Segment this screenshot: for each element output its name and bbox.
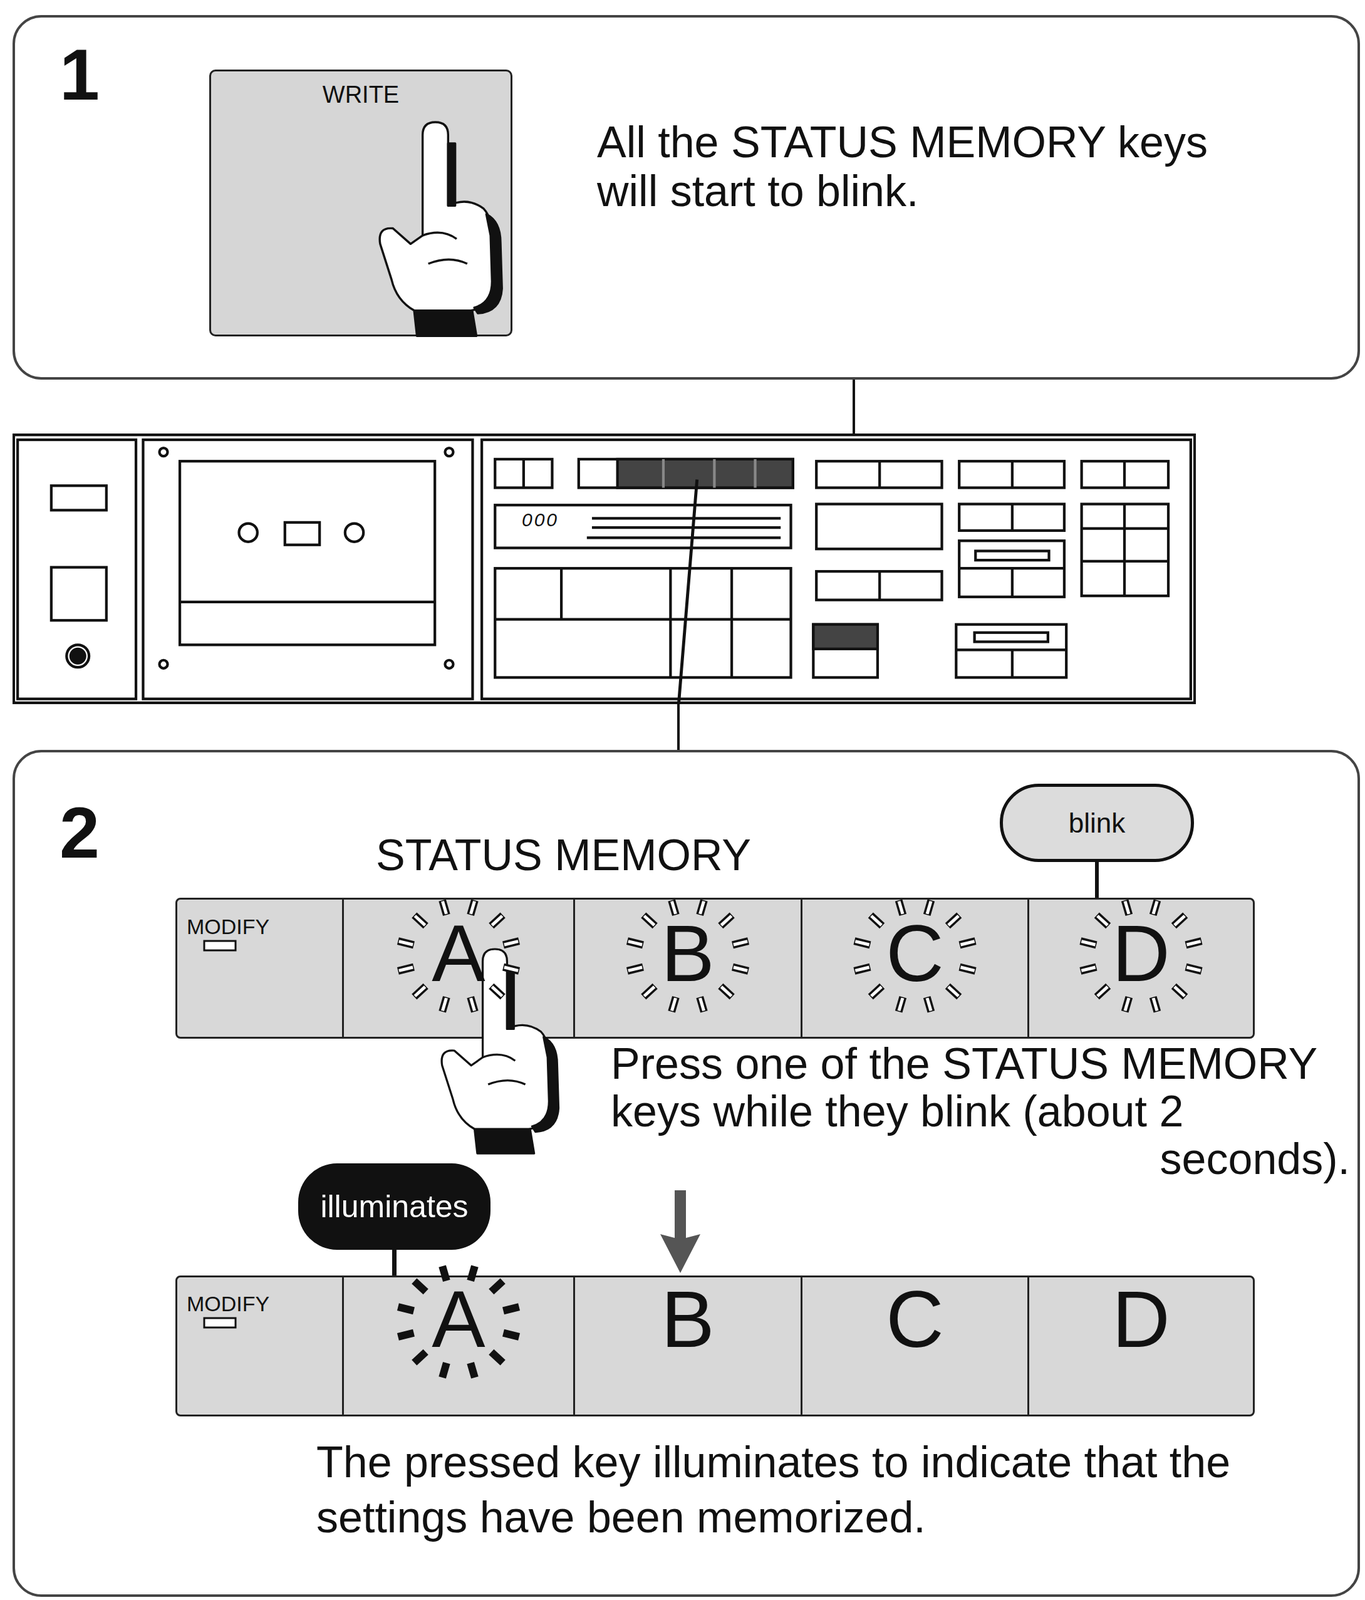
status-memory-strip: MODIFY A B C D: [175, 1275, 1255, 1417]
cassette-deck: [12, 433, 1196, 705]
section-heading: STATUS MEMORY: [375, 833, 752, 878]
key-letter: B: [660, 913, 715, 994]
instruction-text: All the STATUS MEMORY keys will start to…: [596, 117, 1262, 216]
modify-label: MODIFY: [186, 915, 270, 938]
memory-key: C: [800, 1277, 1028, 1415]
key-letter: A: [431, 1279, 485, 1360]
key-letter: D: [1111, 1279, 1170, 1360]
deck-display: 000: [12, 433, 1196, 705]
step-panel: 1All the STATUS MEMORY keys will start t…: [12, 15, 1360, 380]
key-letter: B: [660, 1279, 715, 1360]
key-label: WRITE: [322, 82, 400, 107]
step-number: 2: [59, 796, 100, 869]
bubble-label: blink: [1068, 809, 1126, 837]
connector-line: [852, 379, 856, 434]
counter-digits: 000: [521, 510, 559, 530]
connector-line: [677, 704, 680, 750]
memory-key: B: [573, 1277, 801, 1415]
key-letter: C: [885, 1279, 944, 1360]
step-number: 1: [59, 38, 100, 111]
bubble-label: illuminates: [320, 1190, 468, 1223]
instruction-text: Press one of the STATUS MEMORY keys whil…: [610, 1039, 1350, 1183]
step-panel: 2STATUS MEMORY Press one of the STATUS ME…: [12, 749, 1360, 1597]
connector-line: [1095, 861, 1099, 900]
down-arrow: [660, 1190, 701, 1273]
write-key: WRITE: [209, 69, 513, 337]
key-letter: D: [1111, 913, 1170, 994]
illuminates-bubble: illuminates: [298, 1163, 490, 1250]
memory-key: B: [573, 899, 801, 1037]
key-letter: A: [431, 913, 485, 994]
caption-text: The pressed key illuminates to indicate …: [316, 1434, 1307, 1545]
memory-key: A: [342, 899, 574, 1037]
memory-key: C: [800, 899, 1028, 1037]
blink-bubble: blink: [999, 783, 1194, 862]
connector-line: [392, 1249, 397, 1278]
memory-key: D: [1027, 899, 1253, 1037]
memory-key: D: [1027, 1277, 1253, 1415]
status-memory-strip: MODIFY A B C D: [175, 897, 1255, 1039]
memory-key: A: [342, 1277, 574, 1415]
key-letter: C: [885, 913, 944, 994]
modify-label: MODIFY: [186, 1292, 270, 1315]
